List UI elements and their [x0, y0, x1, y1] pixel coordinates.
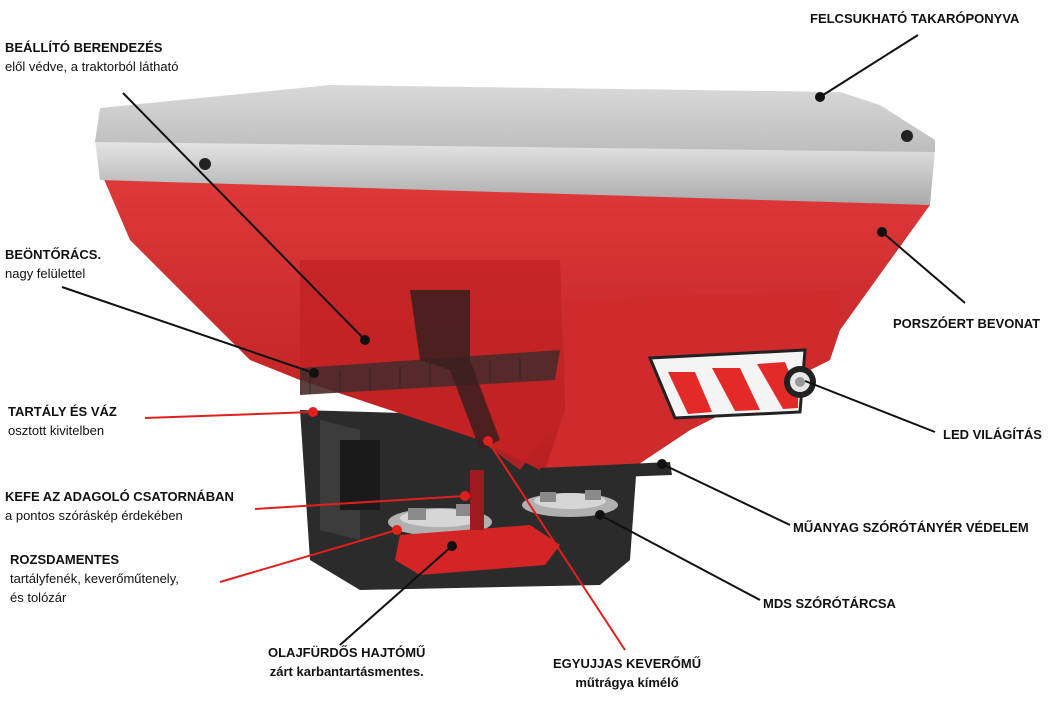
gearbox [395, 525, 560, 575]
cover-rim [95, 140, 935, 205]
callout-mds: MDS SZÓRÓTÁRCSA [763, 594, 896, 613]
callout-oil-title: OLAJFÜRDŐS HAJTÓMŰ [268, 645, 426, 660]
callout-stainless-sub: tartályfenék, keverőműtenely, [10, 571, 179, 586]
disc-guard [540, 462, 672, 480]
callout-led-title: LED VILÁGÍTÁS [943, 427, 1042, 442]
callout-coating-title: PORSZÓERT BEVONAT [893, 316, 1041, 331]
callout-tank-title: TARTÁLY ÉS VÁZ [8, 404, 117, 419]
callout-coating: PORSZÓERT BEVONAT [893, 314, 1040, 333]
callout-led: LED VILÁGÍTÁS [943, 425, 1042, 444]
cover-knob-right [901, 130, 913, 142]
callout-brush-title: KEFE AZ ADAGOLÓ CSATORNÁBAN [5, 489, 234, 504]
spreading-disc-right [522, 490, 618, 517]
callout-adjust-sub: elől védve, a traktorból látható [5, 59, 179, 74]
callout-brush-sub: a pontos szóráskép érdekében [5, 508, 183, 523]
leader-lines-black [61, 34, 966, 646]
callout-stainless-sub2: és tolózár [10, 590, 67, 605]
callout-stainless-title: ROZSDAMENTES [10, 552, 120, 567]
callout-agitator: EGYUJJAS KEVERŐMŰ műtrágya kímélő [553, 654, 701, 692]
callout-tank: TARTÁLY ÉS VÁZ osztott kivitelben [8, 402, 117, 440]
led-light-core [795, 377, 805, 387]
callout-adjust: BEÁLLÍTÓ BERENDEZÉS elől védve, a trakto… [5, 38, 178, 76]
callout-agitator-sub: műtrágya kímélő [575, 675, 679, 690]
warning-plate [647, 348, 807, 420]
leader-dots-black [309, 92, 887, 551]
leader-lines-red [144, 411, 626, 651]
agitator-frame [410, 290, 500, 450]
callout-plastic-title: MŰANYAG SZÓRÓTÁNYÉR VÉDELEM [793, 520, 1029, 535]
callout-adjust-title: BEÁLLÍTÓ BERENDEZÉS [5, 40, 163, 55]
callout-mds-title: MDS SZÓRÓTÁRCSA [763, 596, 896, 611]
spreading-disc-left [388, 504, 492, 536]
gearbox-shaft [470, 470, 484, 530]
callout-tank-sub: osztott kivitelben [8, 423, 105, 438]
callout-agitator-title: EGYUJJAS KEVERŐMŰ [553, 656, 702, 671]
callout-grid-title: BEÖNTŐRÁCS. [5, 247, 102, 262]
callout-plastic: MŰANYAG SZÓRÓTÁNYÉR VÉDELEM [793, 518, 1029, 537]
leader-dots-red [308, 407, 493, 535]
callout-cover-title: FELCSUKHATÓ TAKARÓPONYVA [810, 11, 1020, 26]
callout-stainless: ROZSDAMENTES tartályfenék, keverőműtenel… [10, 550, 179, 607]
cover-knob-left [199, 158, 211, 170]
callout-grid: BEÖNTŐRÁCS. nagy felülettel [5, 245, 101, 283]
callout-cover: FELCSUKHATÓ TAKARÓPONYVA [810, 9, 1019, 28]
callout-oil: OLAJFÜRDŐS HAJTÓMŰ zárt karbantartásment… [268, 643, 425, 681]
cover-tarp [95, 85, 935, 152]
callout-brush: KEFE AZ ADAGOLÓ CSATORNÁBAN a pontos szó… [5, 487, 234, 525]
callout-grid-sub: nagy felülettel [5, 266, 86, 281]
frame-window [340, 440, 380, 510]
callout-oil-sub: zárt karbantartásmentes. [269, 664, 424, 679]
